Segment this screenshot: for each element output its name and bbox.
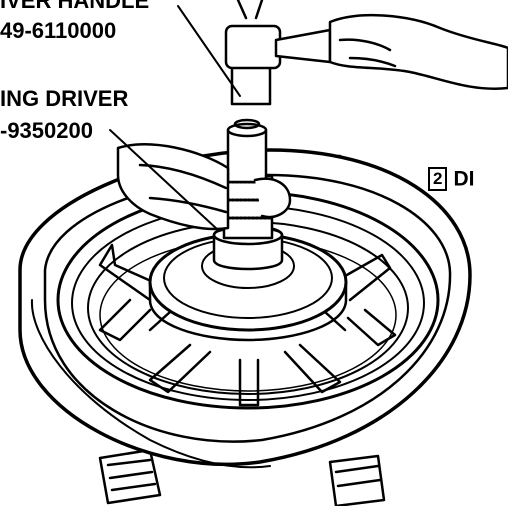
hammer [224,24,332,106]
bearing-driver-part-number: -9350200 [0,118,93,143]
step-number-box: 2 [428,167,448,192]
wheel-hub [148,232,348,342]
leader-lines [109,5,241,231]
step-text: DI [453,167,475,191]
driver-handle-part-number: 49-6110000 [0,18,117,43]
wheel-spokes [98,243,397,407]
bearing-driver-label: ING DRIVER [0,86,129,111]
lower-hand [116,143,292,231]
support-block-left [98,448,162,505]
driver-handle-label: IVER HANDLE [0,0,150,13]
driver-handle [226,118,268,184]
support-block-right [328,454,386,506]
